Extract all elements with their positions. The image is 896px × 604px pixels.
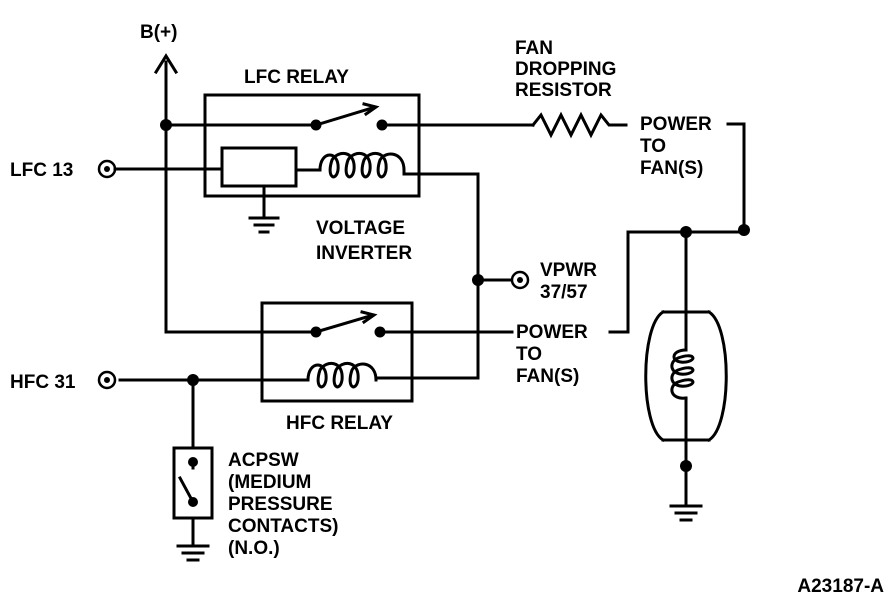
resistor-zigzag-icon bbox=[530, 111, 628, 139]
acpsw-ground-icon bbox=[176, 544, 210, 562]
vpwr-label-2: 37/57 bbox=[540, 282, 588, 303]
lfc-13-terminal: LFC 13 bbox=[10, 159, 224, 181]
lfc-relay-coil-icon bbox=[318, 151, 406, 179]
vpwr-label-1: VPWR bbox=[540, 260, 597, 281]
hfc-relay-label: HFC RELAY bbox=[286, 413, 393, 434]
voltage-inverter-label-2: INVERTER bbox=[316, 243, 412, 264]
lfc-relay: LFC RELAY bbox=[160, 67, 535, 234]
b-plus-supply: B(+) bbox=[140, 22, 179, 334]
power-to-fan-2-line-1: POWER bbox=[516, 322, 588, 343]
power-to-fan-2-line-3: FAN(S) bbox=[516, 366, 579, 387]
inverter-ground-icon bbox=[248, 216, 280, 234]
fan-dropping-resistor: FAN DROPPING RESISTOR bbox=[515, 38, 628, 139]
lfc-13-label: LFC 13 bbox=[10, 160, 73, 181]
voltage-inverter-box bbox=[220, 146, 298, 188]
power-to-fan-1-line-1: POWER bbox=[640, 114, 712, 135]
voltage-inverter-label-1: VOLTAGE bbox=[316, 218, 405, 239]
fan-motor bbox=[644, 226, 728, 522]
hfc-31-label: HFC 31 bbox=[10, 372, 76, 393]
acpsw-switch: ACPSW (MEDIUM PRESSURE CONTACTS) (N.O.) bbox=[172, 378, 338, 562]
acpsw-label-5: (N.O.) bbox=[228, 538, 280, 559]
resistor-label-1: FAN bbox=[515, 38, 553, 59]
vpwr-bus: VPWR 37/57 bbox=[472, 172, 597, 380]
hfc-relay: HFC RELAY bbox=[118, 301, 514, 434]
acpsw-label-4: CONTACTS) bbox=[228, 516, 338, 537]
hfc-relay-coil-icon bbox=[306, 361, 378, 389]
lfc-relay-label: LFC RELAY bbox=[244, 67, 349, 88]
acpsw-label-2: (MEDIUM bbox=[228, 472, 311, 493]
fan-motor-winding-icon bbox=[670, 348, 695, 400]
figure-id: A23187-A bbox=[797, 576, 884, 597]
acpsw-label-1: ACPSW bbox=[228, 450, 299, 471]
b-plus-label: B(+) bbox=[140, 22, 177, 43]
resistor-label-3: RESISTOR bbox=[515, 80, 612, 101]
resistor-label-2: DROPPING bbox=[515, 59, 616, 80]
power-to-fan-1-line-3: FAN(S) bbox=[640, 158, 703, 179]
acpsw-label-3: PRESSURE bbox=[228, 494, 333, 515]
power-to-fan-2-line-2: TO bbox=[516, 344, 542, 365]
fan-ground-icon bbox=[669, 504, 703, 522]
hfc-31-terminal: HFC 31 bbox=[10, 370, 199, 393]
power-to-fan-1-line-2: TO bbox=[640, 136, 666, 157]
